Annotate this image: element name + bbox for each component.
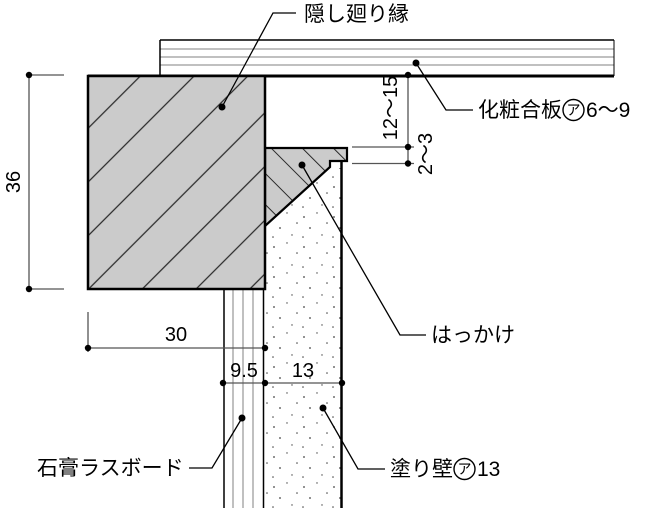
thickness-circle-char: ア bbox=[458, 461, 472, 477]
label-text-plywood-range: 6〜9 bbox=[586, 99, 630, 122]
dimension-molding-height: 36 bbox=[3, 71, 64, 293]
label-text-plaster: 塗り壁 bbox=[390, 458, 453, 481]
label-text-hakkake: はっかけ bbox=[431, 324, 515, 347]
dim-dot bbox=[338, 379, 346, 387]
leader-line bbox=[415, 62, 473, 111]
label-gypsum-lath-board: 石膏ラスボード bbox=[37, 414, 246, 480]
leader-line bbox=[221, 12, 296, 108]
leader-dot bbox=[298, 161, 306, 169]
thickness-circle-icon bbox=[562, 98, 585, 122]
molding-outline bbox=[86, 74, 267, 291]
dim-dot bbox=[219, 379, 227, 387]
label-text-plywood: 化粧合板 bbox=[478, 99, 562, 122]
label-text-hidden-molding: 隠し廻り縁 bbox=[304, 3, 409, 26]
label-text-plaster-thickness: 13 bbox=[477, 458, 500, 481]
label-plaster-wall: 塗り壁 ア 13 bbox=[319, 404, 500, 481]
dim-dot bbox=[404, 160, 412, 167]
label-hakkake: はっかけ bbox=[298, 161, 515, 347]
dim-dot bbox=[404, 143, 412, 151]
dimension-molding-width: 30 bbox=[84, 312, 269, 352]
plaster-stipple-area bbox=[266, 168, 341, 508]
dim-dot bbox=[25, 285, 33, 293]
dim-text-36: 36 bbox=[3, 171, 25, 193]
label-hidden-molding: 隠し廻り縁 bbox=[218, 3, 409, 111]
dim-text-30: 30 bbox=[165, 324, 187, 346]
dim-text-13: 13 bbox=[292, 360, 314, 382]
dim-dot bbox=[404, 71, 412, 79]
molding-hatch bbox=[88, 76, 265, 289]
leader-dot bbox=[218, 103, 226, 111]
dim-dot bbox=[261, 379, 269, 387]
dim-dot bbox=[25, 71, 33, 79]
dim-dot bbox=[261, 344, 269, 352]
ceiling-board bbox=[159, 39, 615, 76]
leader-line bbox=[189, 417, 243, 469]
dim-text-2-3: 2〜3 bbox=[415, 133, 437, 175]
dim-text-12-15: 12〜15 bbox=[380, 76, 402, 141]
thickness-circle-char: ア bbox=[567, 102, 581, 118]
leader-dot bbox=[319, 404, 327, 412]
label-decorative-plywood: 化粧合板 ア 6〜9 bbox=[412, 59, 630, 122]
dim-text-9-5: 9.5 bbox=[230, 360, 258, 382]
thickness-circle-icon bbox=[453, 457, 476, 481]
leader-line bbox=[322, 407, 385, 470]
leader-dot bbox=[412, 59, 420, 67]
leader-dot bbox=[238, 414, 246, 422]
label-text-gypsum: 石膏ラスボード bbox=[37, 457, 184, 480]
leader-line bbox=[301, 164, 426, 336]
dim-dot bbox=[84, 344, 92, 352]
gypsum-lath-board bbox=[223, 289, 265, 508]
plaster-wall bbox=[266, 161, 343, 508]
molding-block bbox=[86, 74, 267, 291]
dimension-plywood-offset: 12〜15 2〜3 bbox=[352, 71, 437, 175]
dimension-wall-layers: 9.5 13 bbox=[219, 360, 346, 387]
